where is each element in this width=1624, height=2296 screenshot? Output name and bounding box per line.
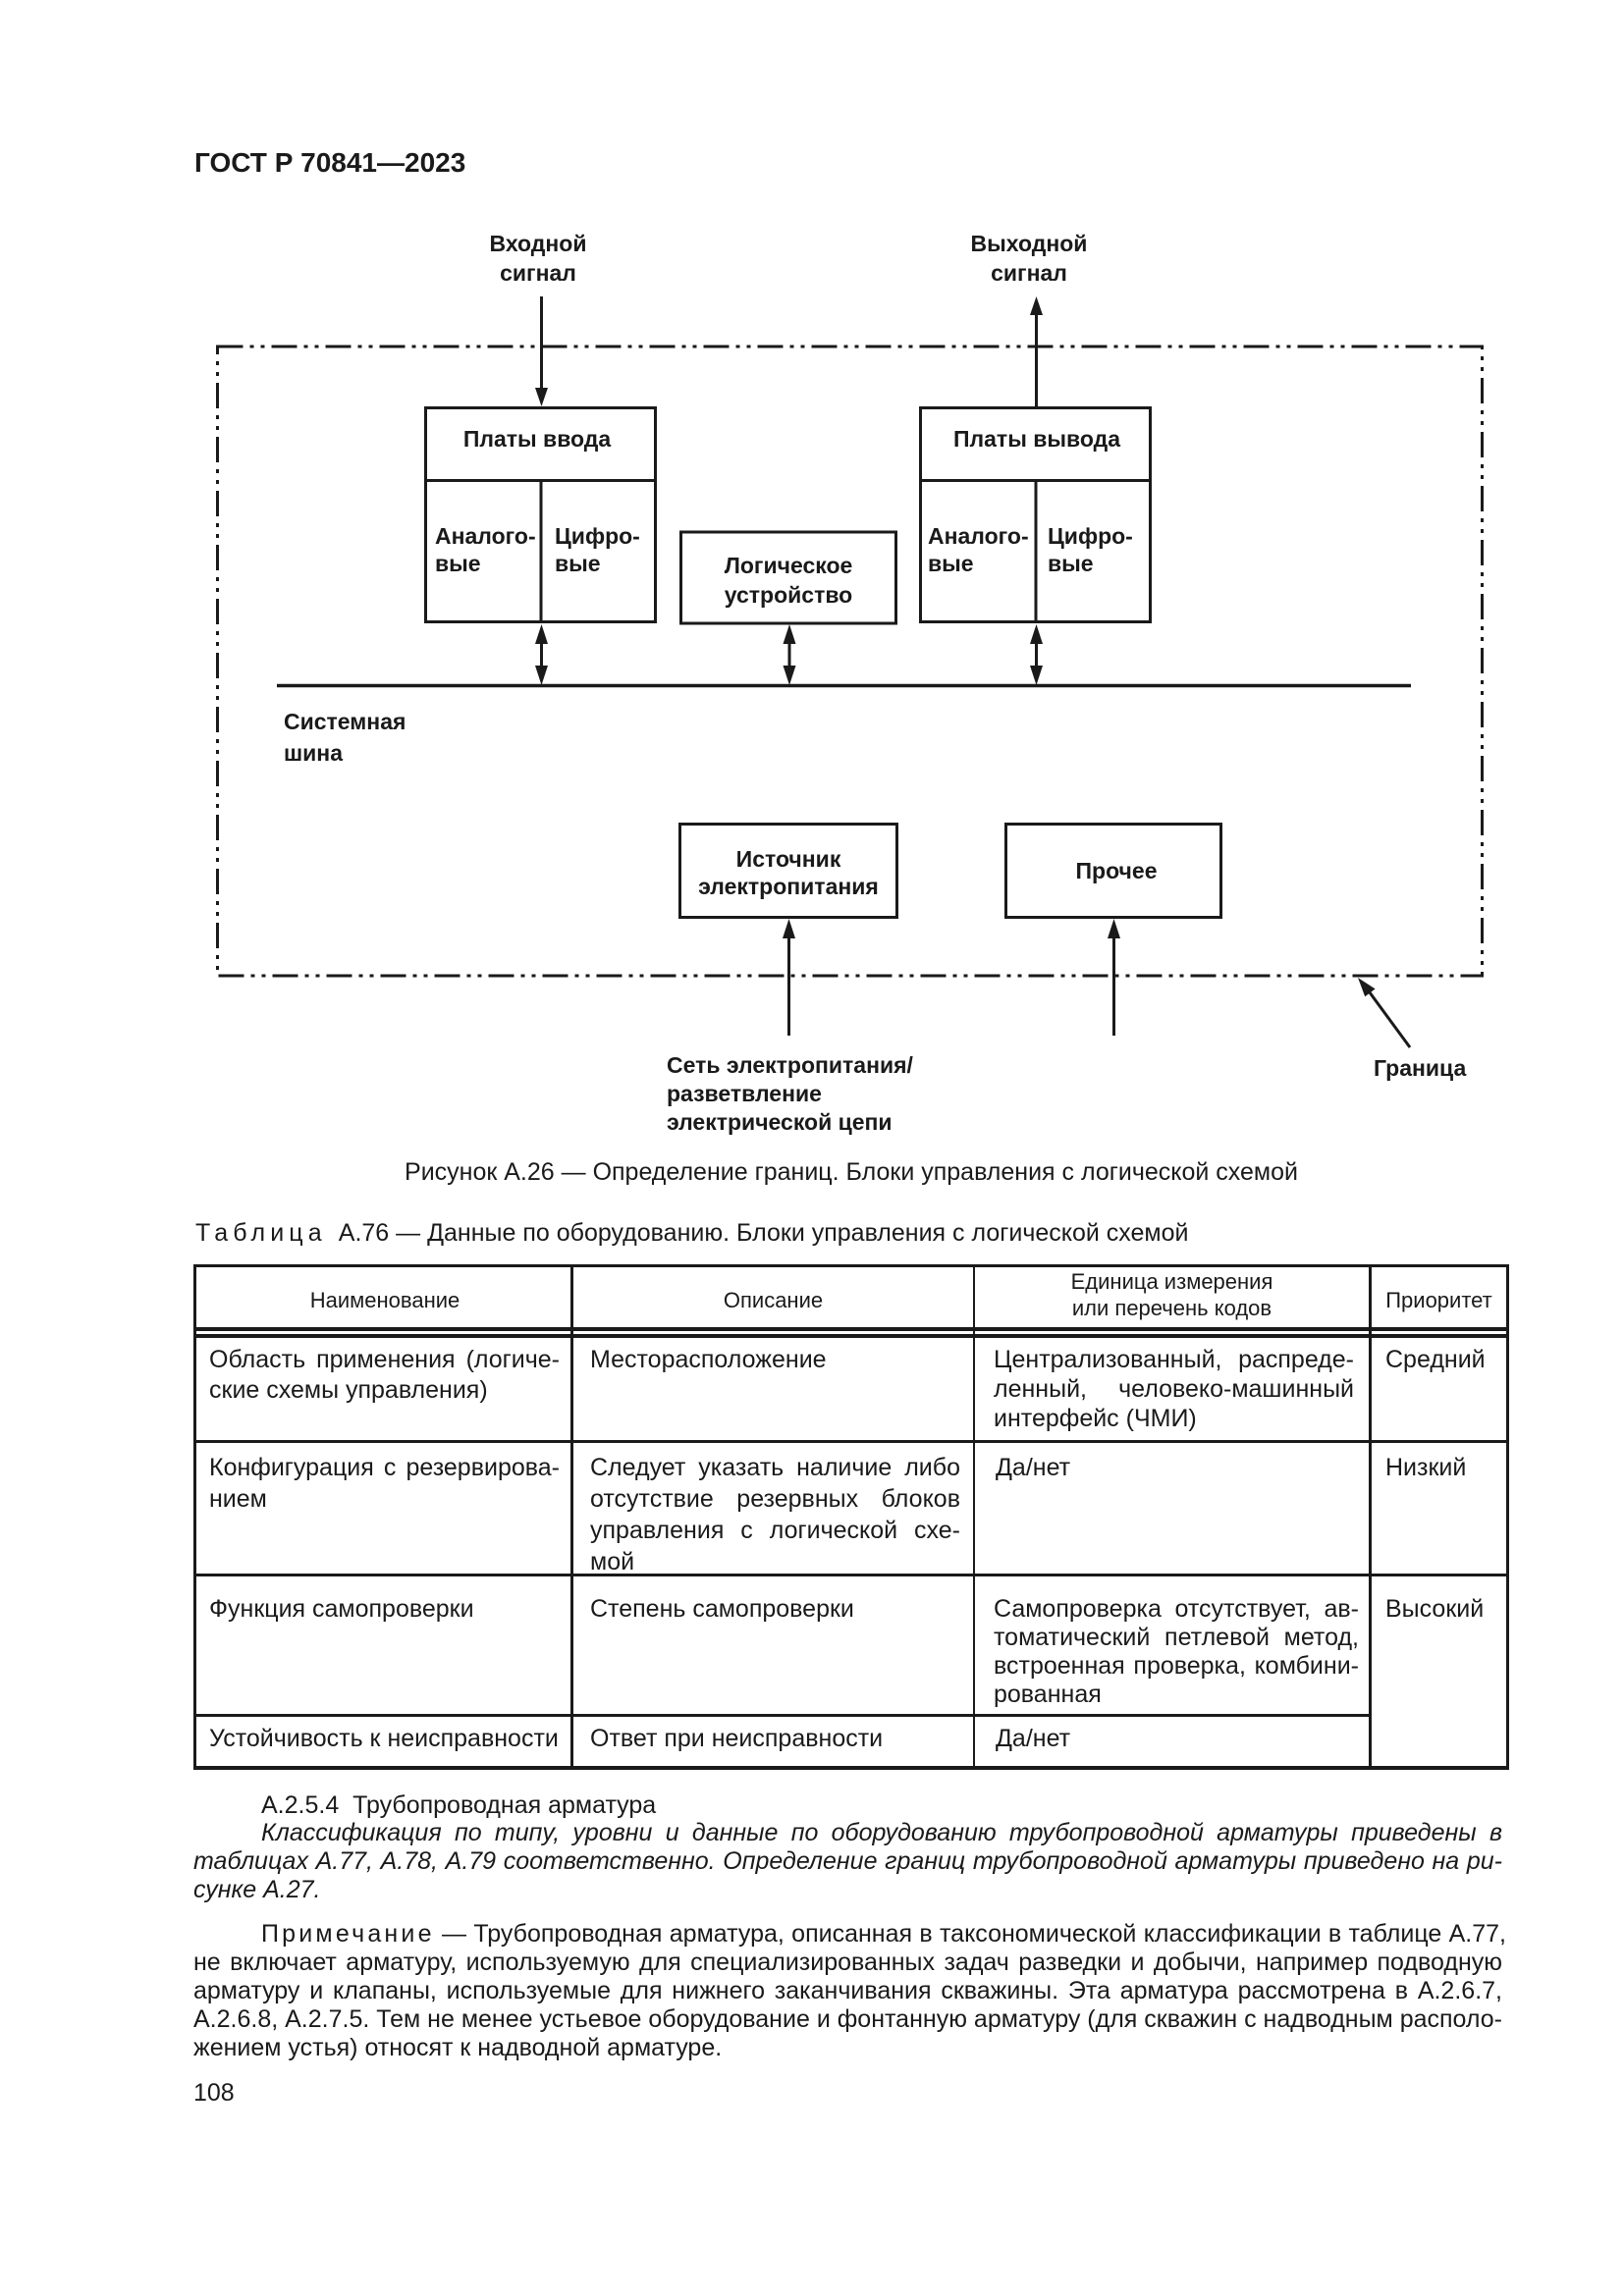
svg-text:шина: шина — [284, 740, 343, 766]
svg-text:Прочее: Прочее — [1076, 858, 1158, 883]
svg-text:Входной: Входной — [490, 231, 587, 256]
svg-text:вые: вые — [928, 551, 974, 576]
svg-text:Платы ввода: Платы ввода — [463, 426, 612, 452]
svg-text:устройство: устройство — [725, 582, 852, 608]
svg-text:вые: вые — [1048, 551, 1094, 576]
svg-text:Сеть электропитания/: Сеть электропитания/ — [667, 1052, 914, 1078]
svg-text:разветвление: разветвление — [667, 1081, 822, 1106]
svg-text:вые: вые — [435, 551, 481, 576]
svg-text:Платы вывода: Платы вывода — [953, 426, 1120, 452]
svg-text:Цифро-: Цифро- — [555, 523, 640, 549]
svg-text:Аналого-: Аналого- — [435, 523, 536, 549]
svg-text:вые: вые — [555, 551, 601, 576]
svg-text:электропитания: электропитания — [698, 874, 879, 899]
svg-text:сигнал: сигнал — [991, 260, 1067, 286]
svg-text:Выходной: Выходной — [971, 231, 1088, 256]
svg-text:Системная: Системная — [284, 709, 406, 734]
svg-text:Граница: Граница — [1374, 1055, 1466, 1081]
svg-text:Цифро-: Цифро- — [1048, 523, 1133, 549]
svg-text:электрической цепи: электрической цепи — [667, 1109, 893, 1135]
svg-text:сигнал: сигнал — [500, 260, 576, 286]
svg-text:Аналого-: Аналого- — [928, 523, 1029, 549]
svg-text:Источник: Источник — [736, 846, 841, 872]
svg-text:Логическое: Логическое — [725, 553, 853, 578]
